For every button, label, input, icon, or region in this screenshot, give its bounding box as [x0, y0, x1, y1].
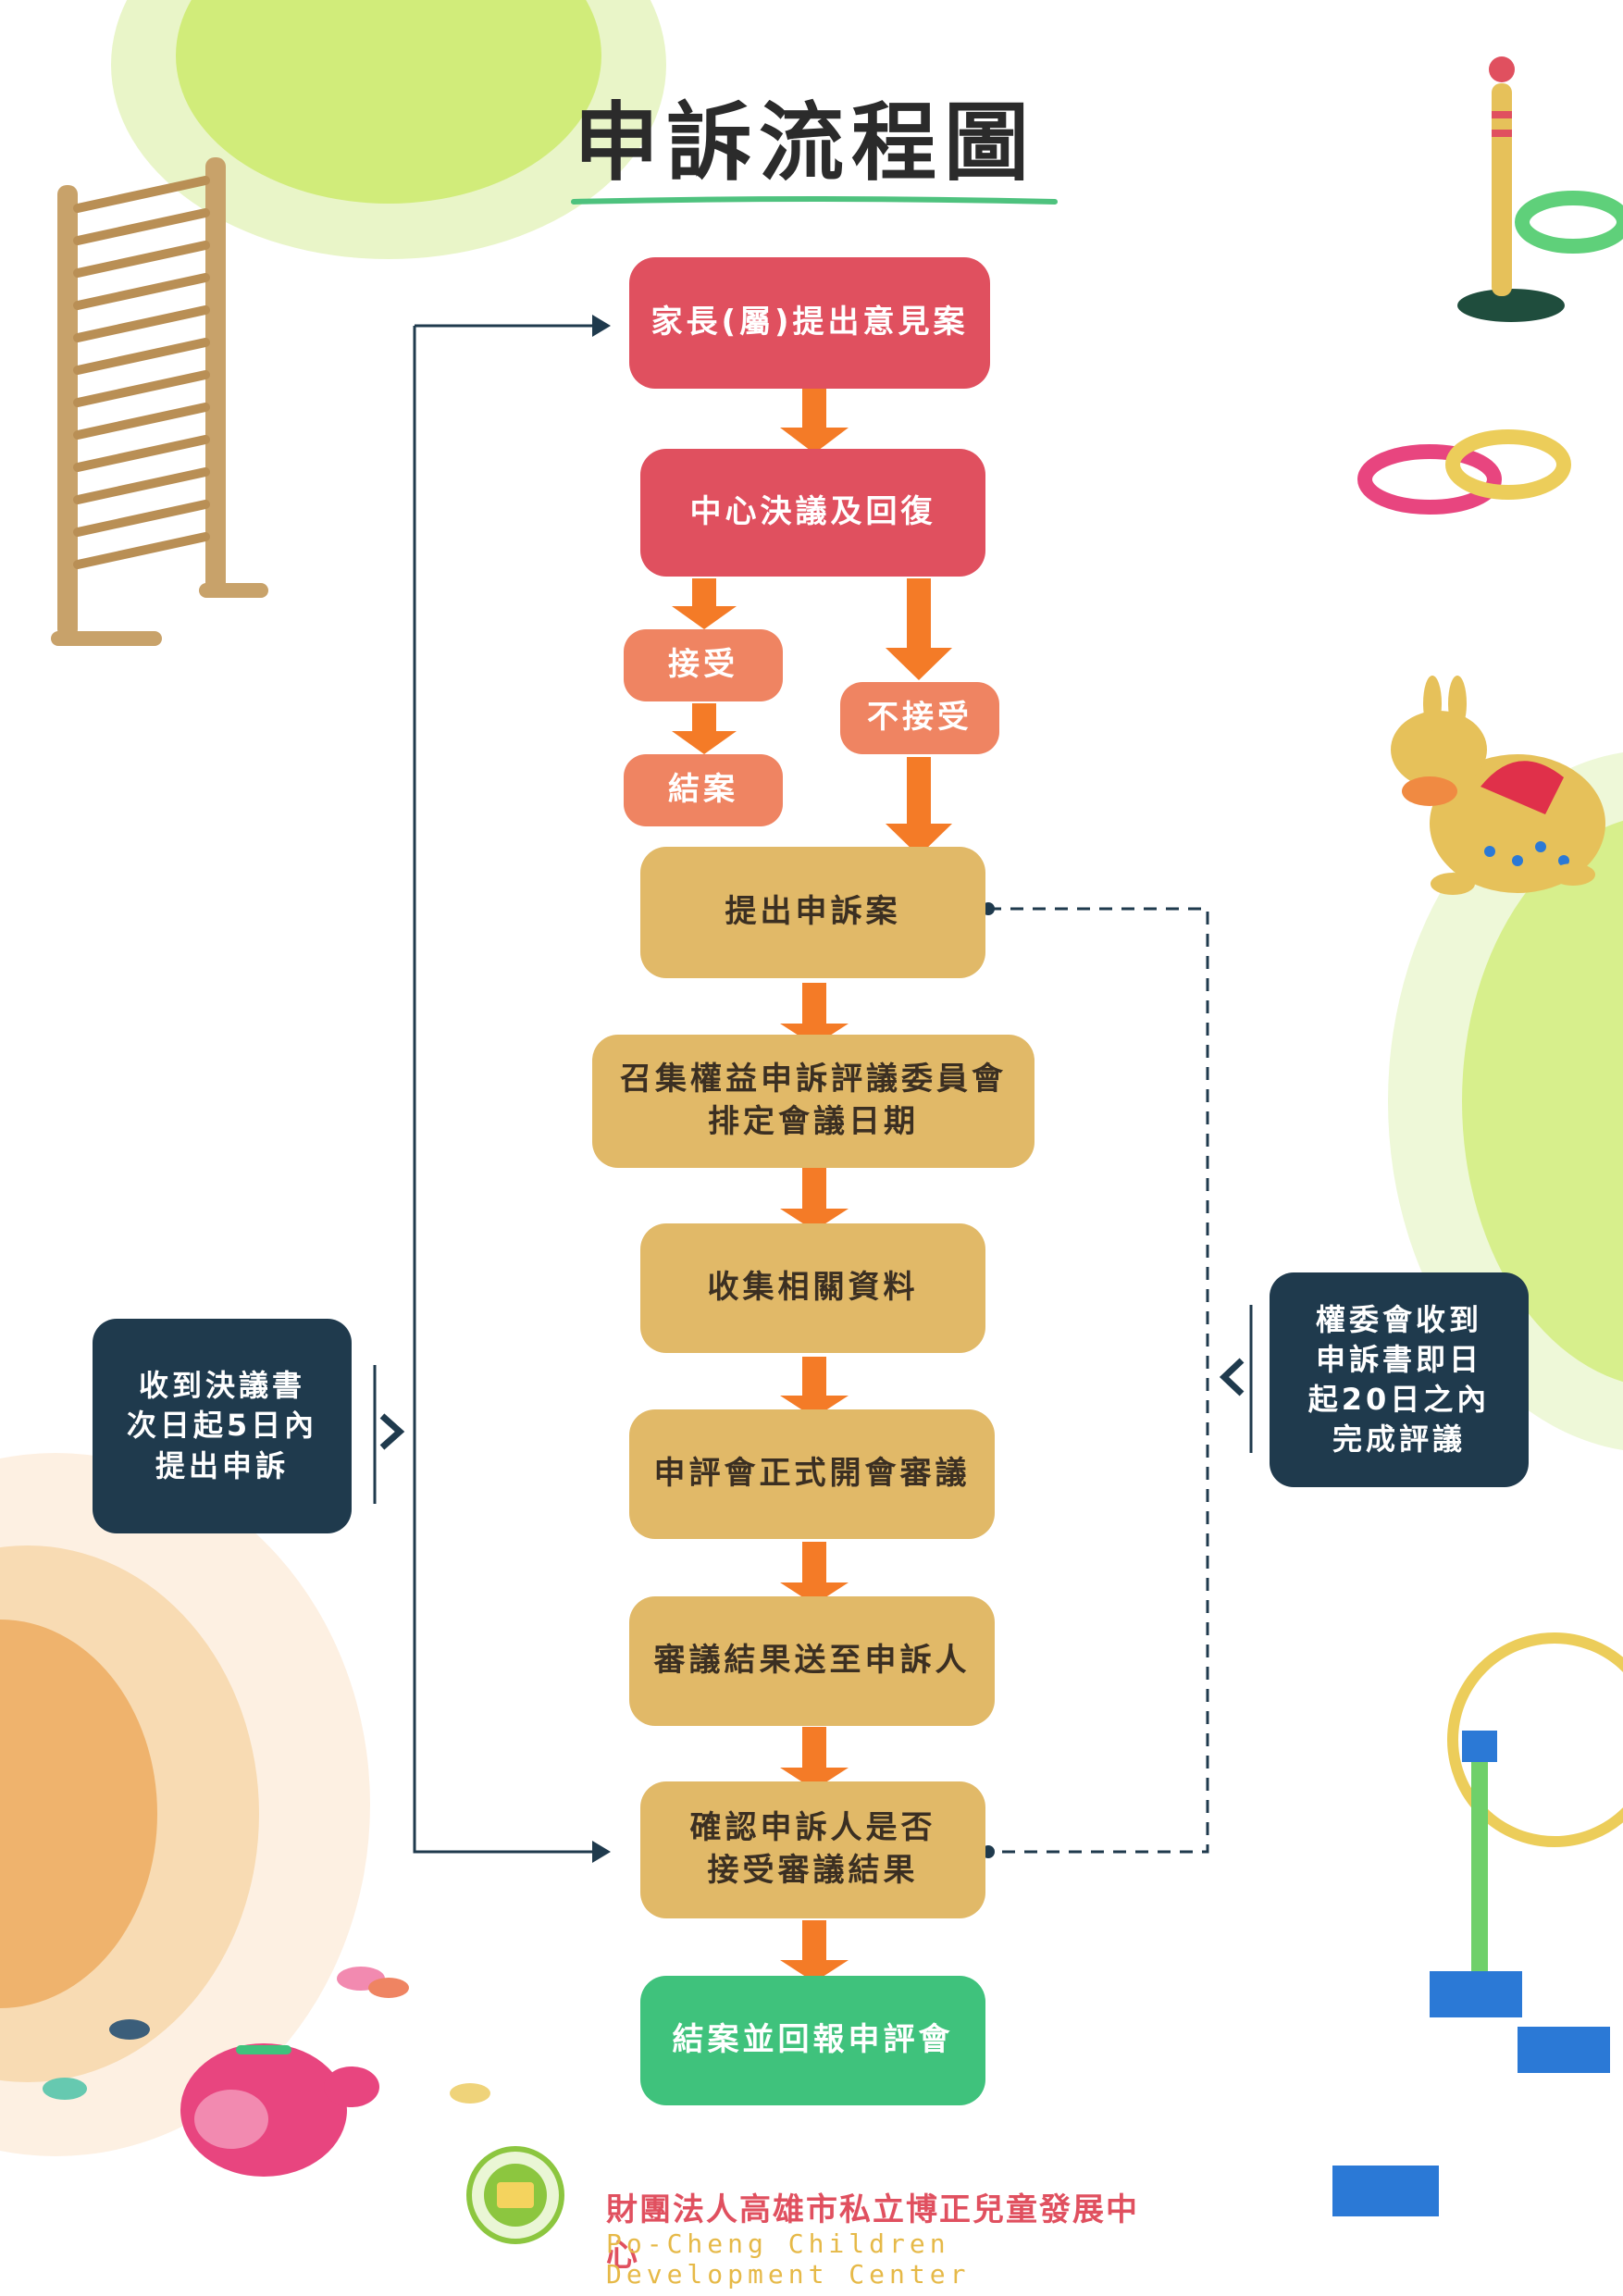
org-logo-icon — [466, 2146, 564, 2244]
note-left-line-3: 提出申訴 — [155, 1447, 289, 1483]
arrow-3 — [780, 1168, 849, 1231]
ladder-illustration — [51, 157, 268, 646]
title-underline — [571, 196, 1058, 205]
green-blob-right-inner — [1462, 820, 1623, 1383]
arrow-accept — [672, 578, 737, 629]
step-confirm-line-2: 接受審議結果 — [707, 1852, 919, 1889]
step-close-label: 結案 — [668, 771, 738, 809]
note-right-line-3: 起20日之內 — [1307, 1382, 1491, 1417]
step-formal-review: 申評會正式開會審議 — [629, 1409, 995, 1539]
page-title: 申訴流程圖 — [573, 93, 1036, 192]
step-confirm-line-1: 確認申訴人是否 — [689, 1809, 936, 1847]
left-connector — [413, 324, 601, 1854]
step-center-reply: 中心決議及回復 — [640, 449, 985, 577]
toy-horse-illustration — [1391, 676, 1605, 895]
step-formal-review-label: 申評會正式開會審議 — [653, 1455, 971, 1493]
step-collect: 收集相關資料 — [640, 1223, 985, 1353]
note-left-line-2: 次日起5日內 — [126, 1408, 318, 1444]
arrow-4 — [780, 1357, 849, 1418]
step-convene: 召集權益申訴評議委員會 排定會議日期 — [592, 1035, 1035, 1168]
step-center-reply-label: 中心決議及回復 — [689, 493, 936, 531]
arrow-7 — [780, 1920, 849, 1982]
green-blob-top-left-inner — [176, 0, 601, 204]
note-right-line-2: 申訴書即日 — [1315, 1341, 1482, 1377]
right-connector — [988, 907, 1209, 1854]
arrow-1 — [780, 389, 849, 453]
note-right-line-1: 權委會收到 — [1315, 1301, 1482, 1337]
flow-arrows — [672, 389, 952, 1982]
piggy-bank-illustration — [43, 1967, 490, 2177]
note-right-deadline: 權委會收到 申訴書即日 起20日之內 完成評議 — [1270, 1272, 1529, 1487]
step-convene-line-1: 召集權益申訴評議委員會 — [620, 1061, 1007, 1098]
org-name-en: Po-Cheng Children Development Center — [606, 2228, 971, 2290]
step-send-result: 審議結果送至申訴人 — [629, 1596, 995, 1726]
right-note-arrow-icon — [1219, 1358, 1245, 1396]
step-file-complaint: 提出申訴案 — [640, 847, 985, 978]
step-accept: 接受 — [624, 629, 783, 701]
arrow-5 — [780, 1542, 849, 1605]
left-connector-arrow-bottom — [592, 1841, 611, 1863]
step-confirm: 確認申訴人是否 接受審議結果 — [640, 1781, 985, 1918]
hoop-stand-illustration — [1332, 1632, 1623, 2216]
step-close: 結案 — [624, 754, 783, 826]
note-left-line-1: 收到決議書 — [138, 1368, 305, 1404]
step-file-complaint-label: 提出申訴案 — [725, 893, 901, 931]
orange-blob-inner — [0, 1620, 157, 2008]
left-connector-arrow-top — [592, 315, 611, 337]
step-parent-submit: 家長(屬)提出意見案 — [629, 257, 990, 389]
step-final-label: 結案並回報申評會 — [672, 2021, 954, 2059]
note-left-deadline: 收到決議書 次日起5日內 提出申訴 — [93, 1319, 352, 1533]
step-parent-submit-label: 家長(屬)提出意見案 — [650, 304, 969, 341]
arrow-accept-close — [672, 703, 737, 754]
org-name: 財團法人高雄市私立博正兒童發展中心 — [606, 2191, 1139, 2274]
arrow-not-accept — [886, 578, 952, 680]
ring-toss-illustration — [1357, 56, 1623, 515]
step-not-accept-label: 不接受 — [867, 699, 973, 737]
arrow-6 — [780, 1727, 849, 1790]
step-send-result-label: 審議結果送至申訴人 — [653, 1642, 971, 1680]
step-collect-label: 收集相關資料 — [707, 1269, 919, 1307]
left-note-arrow-icon — [379, 1413, 405, 1450]
step-final: 結案並回報申評會 — [640, 1976, 985, 2105]
step-convene-line-2: 排定會議日期 — [708, 1103, 919, 1140]
step-not-accept: 不接受 — [840, 682, 999, 754]
step-accept-label: 接受 — [668, 646, 738, 684]
arrow-not-accept-down — [886, 757, 952, 856]
note-right-line-4: 完成評議 — [1332, 1421, 1466, 1458]
